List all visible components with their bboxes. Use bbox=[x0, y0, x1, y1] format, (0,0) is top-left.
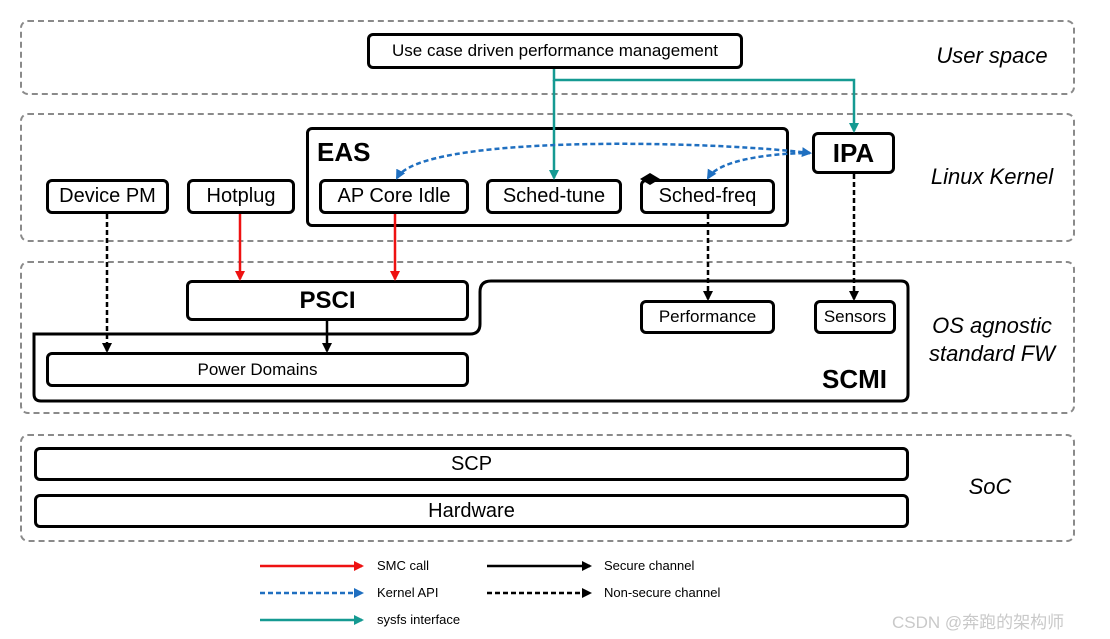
psci-box: PSCI bbox=[186, 280, 469, 321]
legend-kernel-api: Kernel API bbox=[377, 585, 439, 600]
label-user-space: User space bbox=[936, 43, 1048, 68]
ipa-box: IPA bbox=[812, 132, 895, 174]
sysfs-arrow-to-ipa bbox=[552, 69, 859, 133]
hardware-box: Hardware bbox=[34, 494, 909, 528]
scp-box: SCP bbox=[34, 447, 909, 481]
scmi-label: SCMI bbox=[822, 364, 887, 394]
performance-box: Performance bbox=[640, 300, 775, 334]
watermark: CSDN @奔跑的架构师 bbox=[892, 613, 1065, 632]
layer-soc bbox=[20, 434, 1075, 542]
hotplug-box: Hotplug bbox=[187, 179, 295, 214]
layer-user-space bbox=[20, 20, 1075, 95]
connector-diamond bbox=[640, 173, 660, 185]
label-os-agnostic-line1: OS agnostic bbox=[932, 313, 1052, 338]
ap-core-idle-box: AP Core Idle bbox=[319, 179, 469, 214]
legend-sysfs-interface: sysfs interface bbox=[377, 612, 461, 627]
kernel-api-arc-sched-freq-ipa bbox=[706, 151, 811, 180]
label-os-agnostic-line2: standard FW bbox=[929, 340, 1055, 366]
layer-linux-kernel bbox=[20, 113, 1075, 242]
power-domains-box: Power Domains bbox=[46, 352, 469, 387]
label-soc: SoC bbox=[968, 474, 1012, 499]
kernel-api-arc-ap-idle-ipa bbox=[395, 142, 812, 180]
device-pm-box: Device PM bbox=[46, 179, 169, 214]
sched-tune-box: Sched-tune bbox=[486, 179, 622, 214]
use-case-box: Use case driven performance management bbox=[367, 33, 743, 69]
label-os-agnostic: OS agnostic standard FW bbox=[912, 312, 1072, 367]
sched-freq-box: Sched-freq bbox=[640, 179, 775, 214]
legend-non-secure-channel: Non-secure channel bbox=[604, 585, 721, 600]
legend-smc-call: SMC call bbox=[377, 558, 430, 573]
legend-secure-channel: Secure channel bbox=[604, 558, 695, 573]
label-linux-kernel: Linux Kernel bbox=[930, 164, 1054, 189]
layer-os-agnostic bbox=[20, 261, 1075, 414]
sensors-box: Sensors bbox=[814, 300, 896, 334]
eas-label: EAS bbox=[317, 137, 371, 167]
